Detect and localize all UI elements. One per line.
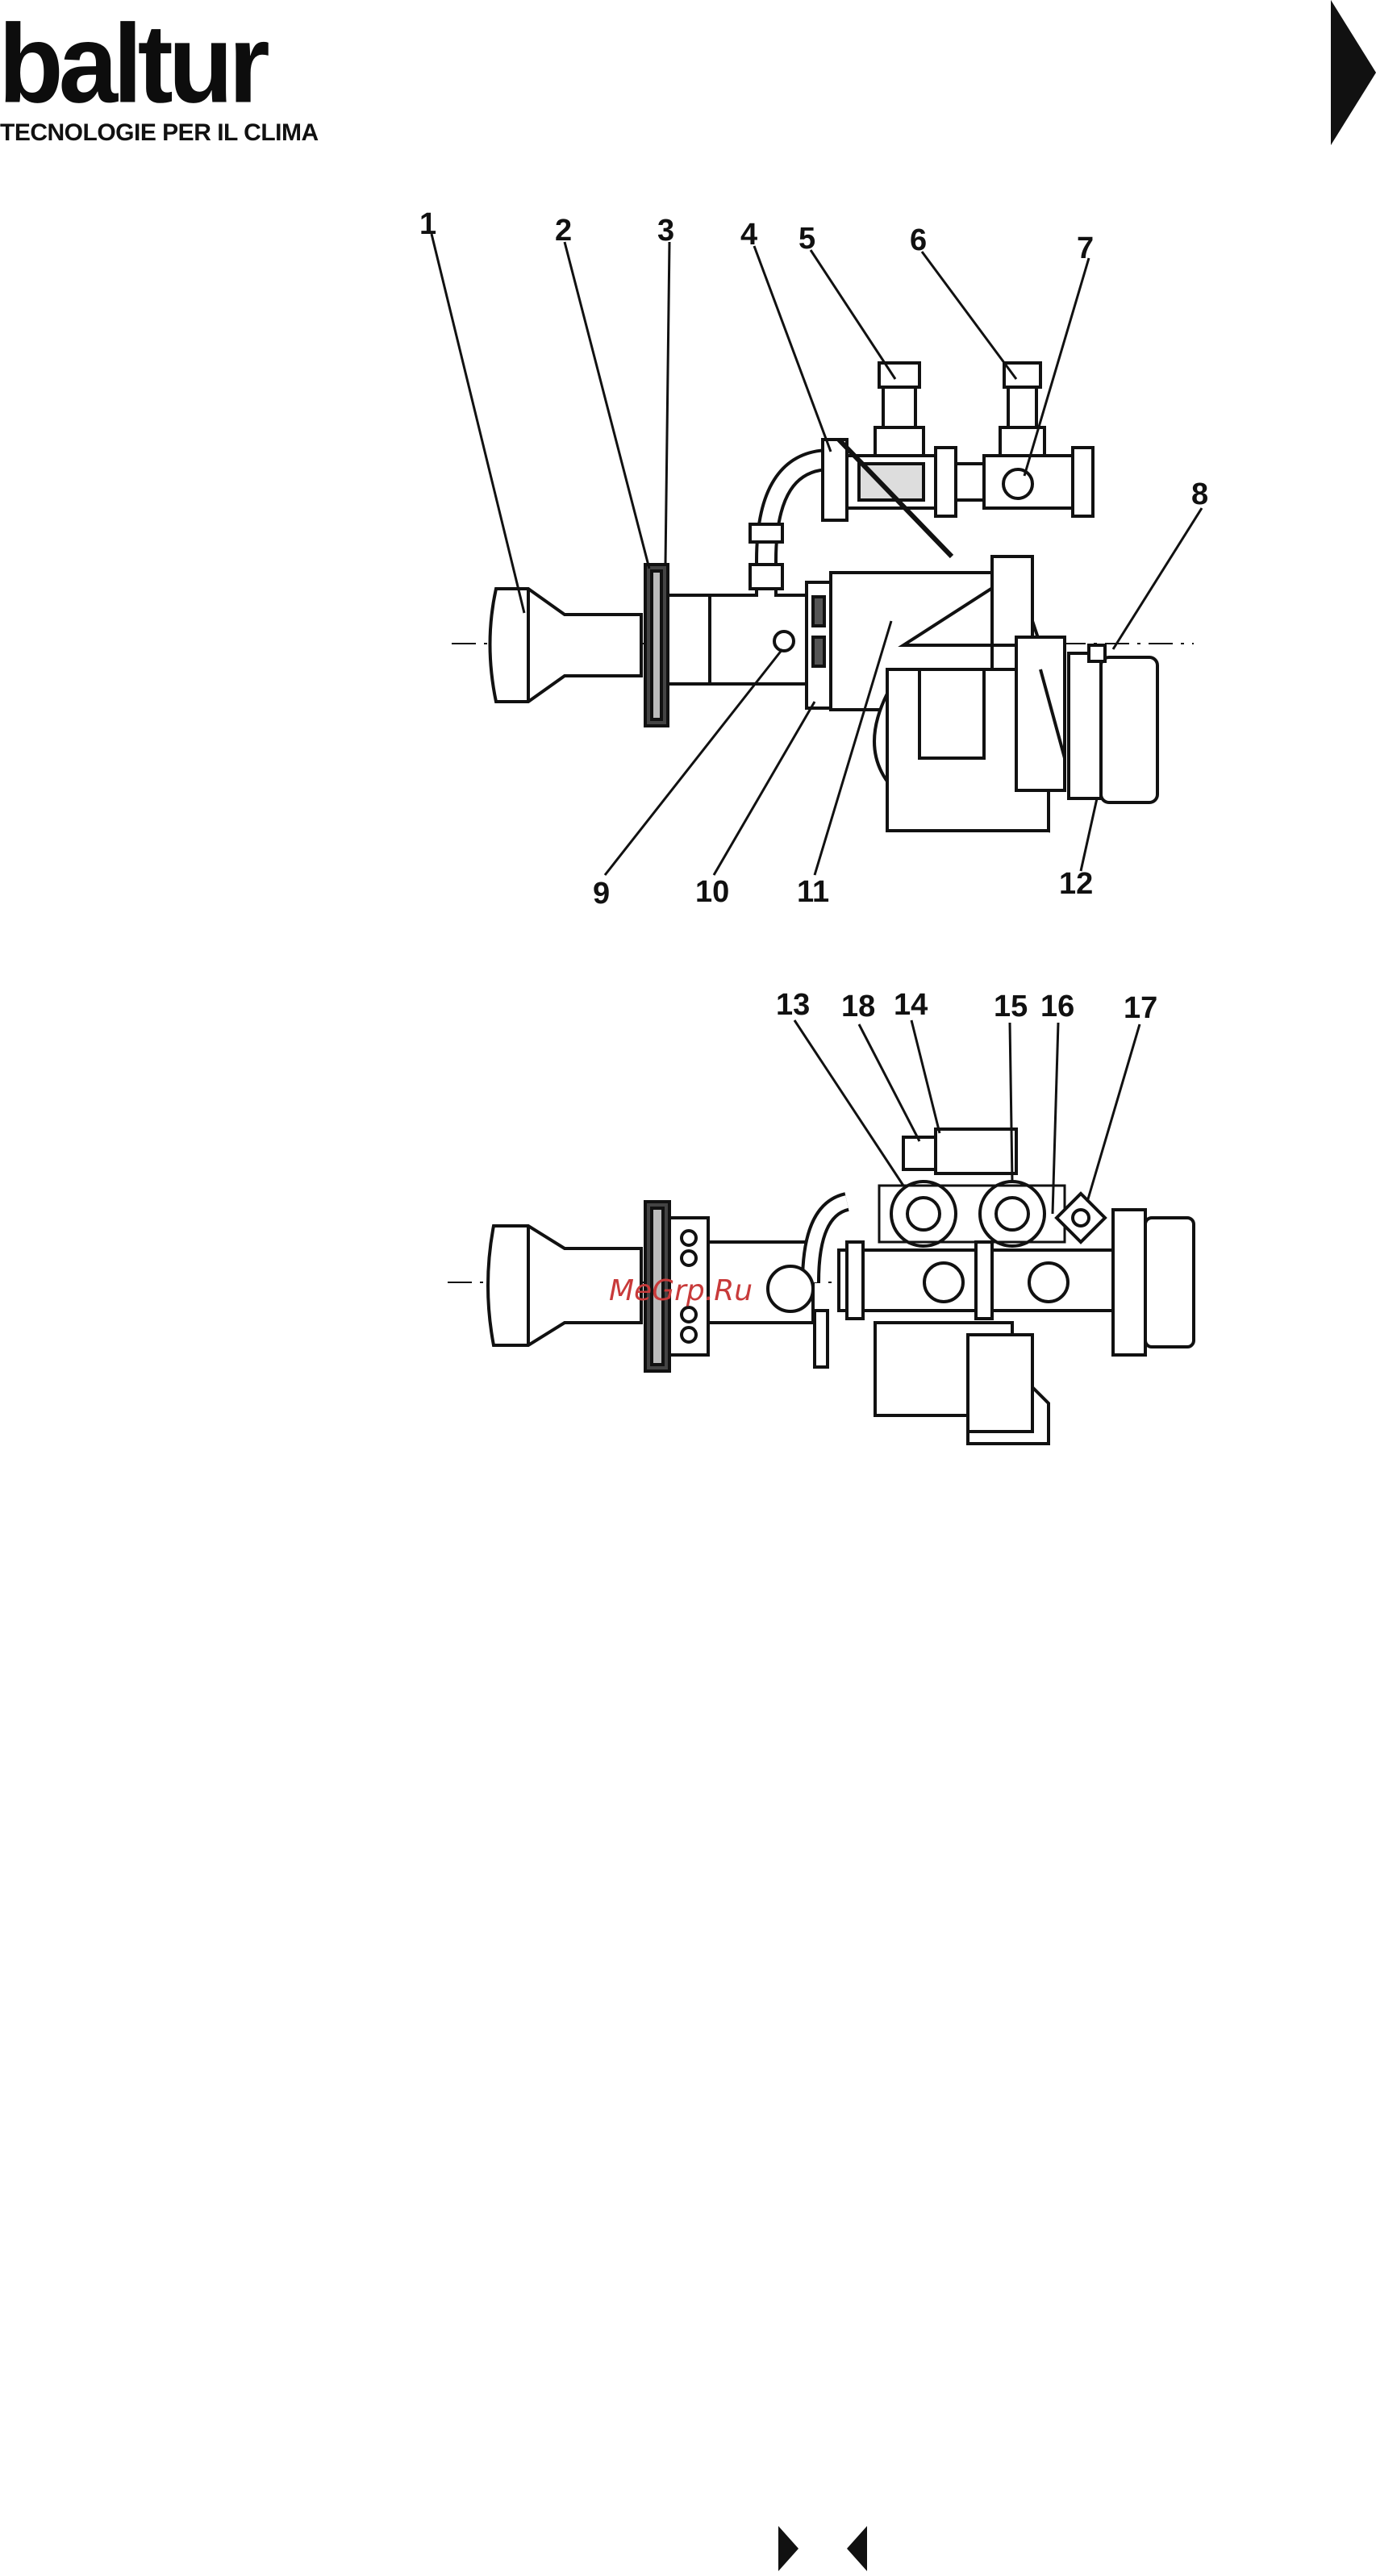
burner-top-view [448,1129,1194,1444]
bottom-part-numbers: 13 18 14 15 16 17 [776,988,1157,1025]
label-8: 8 [1191,477,1208,511]
label-7: 7 [1077,231,1094,265]
label-6: 6 [910,223,927,257]
label-11: 11 [797,875,829,909]
label-14: 14 [894,988,928,1022]
label-17: 17 [1124,991,1157,1025]
corner-triangle-icon[interactable] [1331,0,1376,145]
watermark-text: MeGrp.Ru [609,1274,753,1307]
label-15: 15 [994,990,1028,1023]
label-10: 10 [695,875,729,909]
label-9: 9 [593,877,610,911]
prev-page-triangle-left-icon[interactable] [847,2526,867,2571]
label-3: 3 [657,214,674,248]
label-18: 18 [841,990,875,1023]
next-page-triangle-right-icon[interactable] [778,2526,798,2571]
label-1: 1 [419,207,436,241]
label-13: 13 [776,988,810,1022]
label-16: 16 [1040,990,1074,1023]
label-2: 2 [555,214,572,248]
label-4: 4 [740,218,757,252]
label-5: 5 [798,222,815,256]
label-12: 12 [1059,867,1093,901]
top-part-numbers: 1 2 3 4 5 6 7 8 9 10 11 12 [419,207,1208,911]
